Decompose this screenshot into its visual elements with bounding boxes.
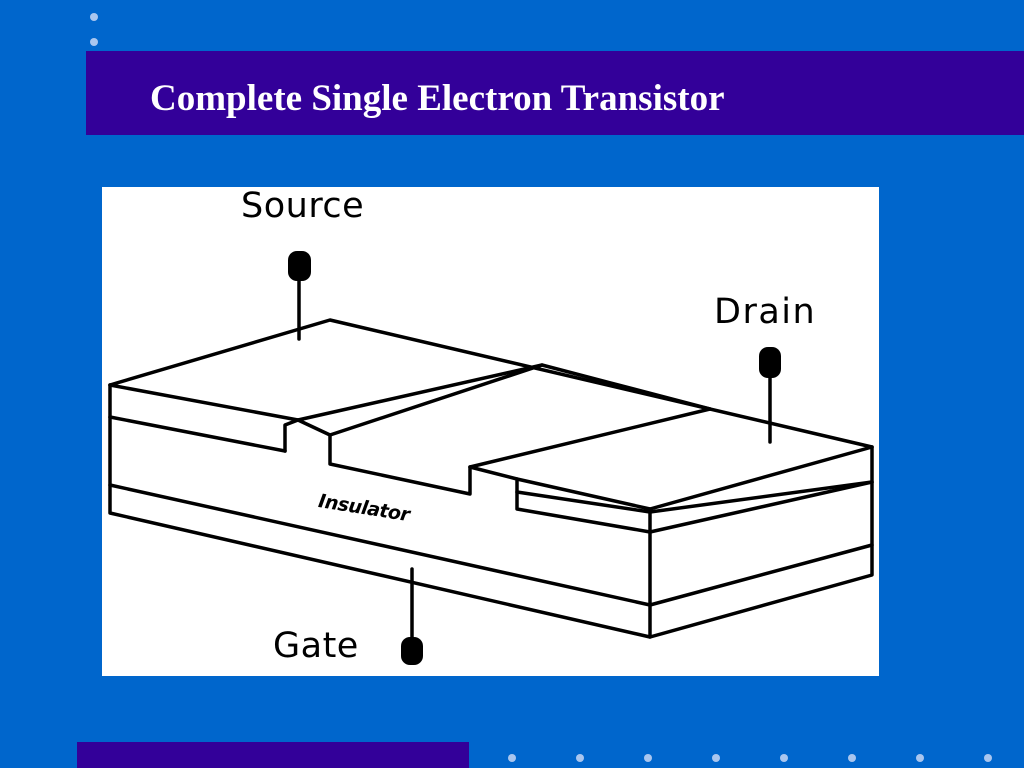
decor-dot [90, 13, 98, 21]
source-terminal-pin [288, 251, 311, 281]
gate-label: Gate [273, 626, 359, 666]
quantum-island [296, 363, 712, 437]
title-bar [86, 51, 1024, 135]
decor-dot [984, 754, 992, 762]
decor-dot [90, 38, 98, 46]
drain-island-edge [515, 445, 874, 511]
source-island [108, 363, 544, 422]
footer-bar [77, 742, 469, 768]
transistor-drawing [108, 251, 874, 665]
slab-upper-layer-line [108, 415, 287, 453]
drain-island [468, 465, 874, 534]
decor-dot [576, 754, 584, 762]
source-label: Source [241, 186, 365, 226]
quantum-island-front [328, 433, 472, 496]
decor-dot [916, 754, 924, 762]
drain-terminal-pin [759, 347, 781, 378]
decor-dot [848, 754, 856, 762]
decor-dot [780, 754, 788, 762]
slide-title: Complete Single Electron Transistor [150, 78, 725, 119]
decor-dot [644, 754, 652, 762]
quantum-island-right [468, 407, 712, 469]
decor-dot [508, 754, 516, 762]
drain-label: Drain [714, 292, 817, 332]
decor-dot [712, 754, 720, 762]
transistor-diagram: Source Drain Gate Insulator [102, 187, 879, 676]
slab-middle-layer-line [108, 483, 874, 607]
source-island-step [283, 418, 300, 453]
gate-terminal-pin [401, 637, 423, 665]
